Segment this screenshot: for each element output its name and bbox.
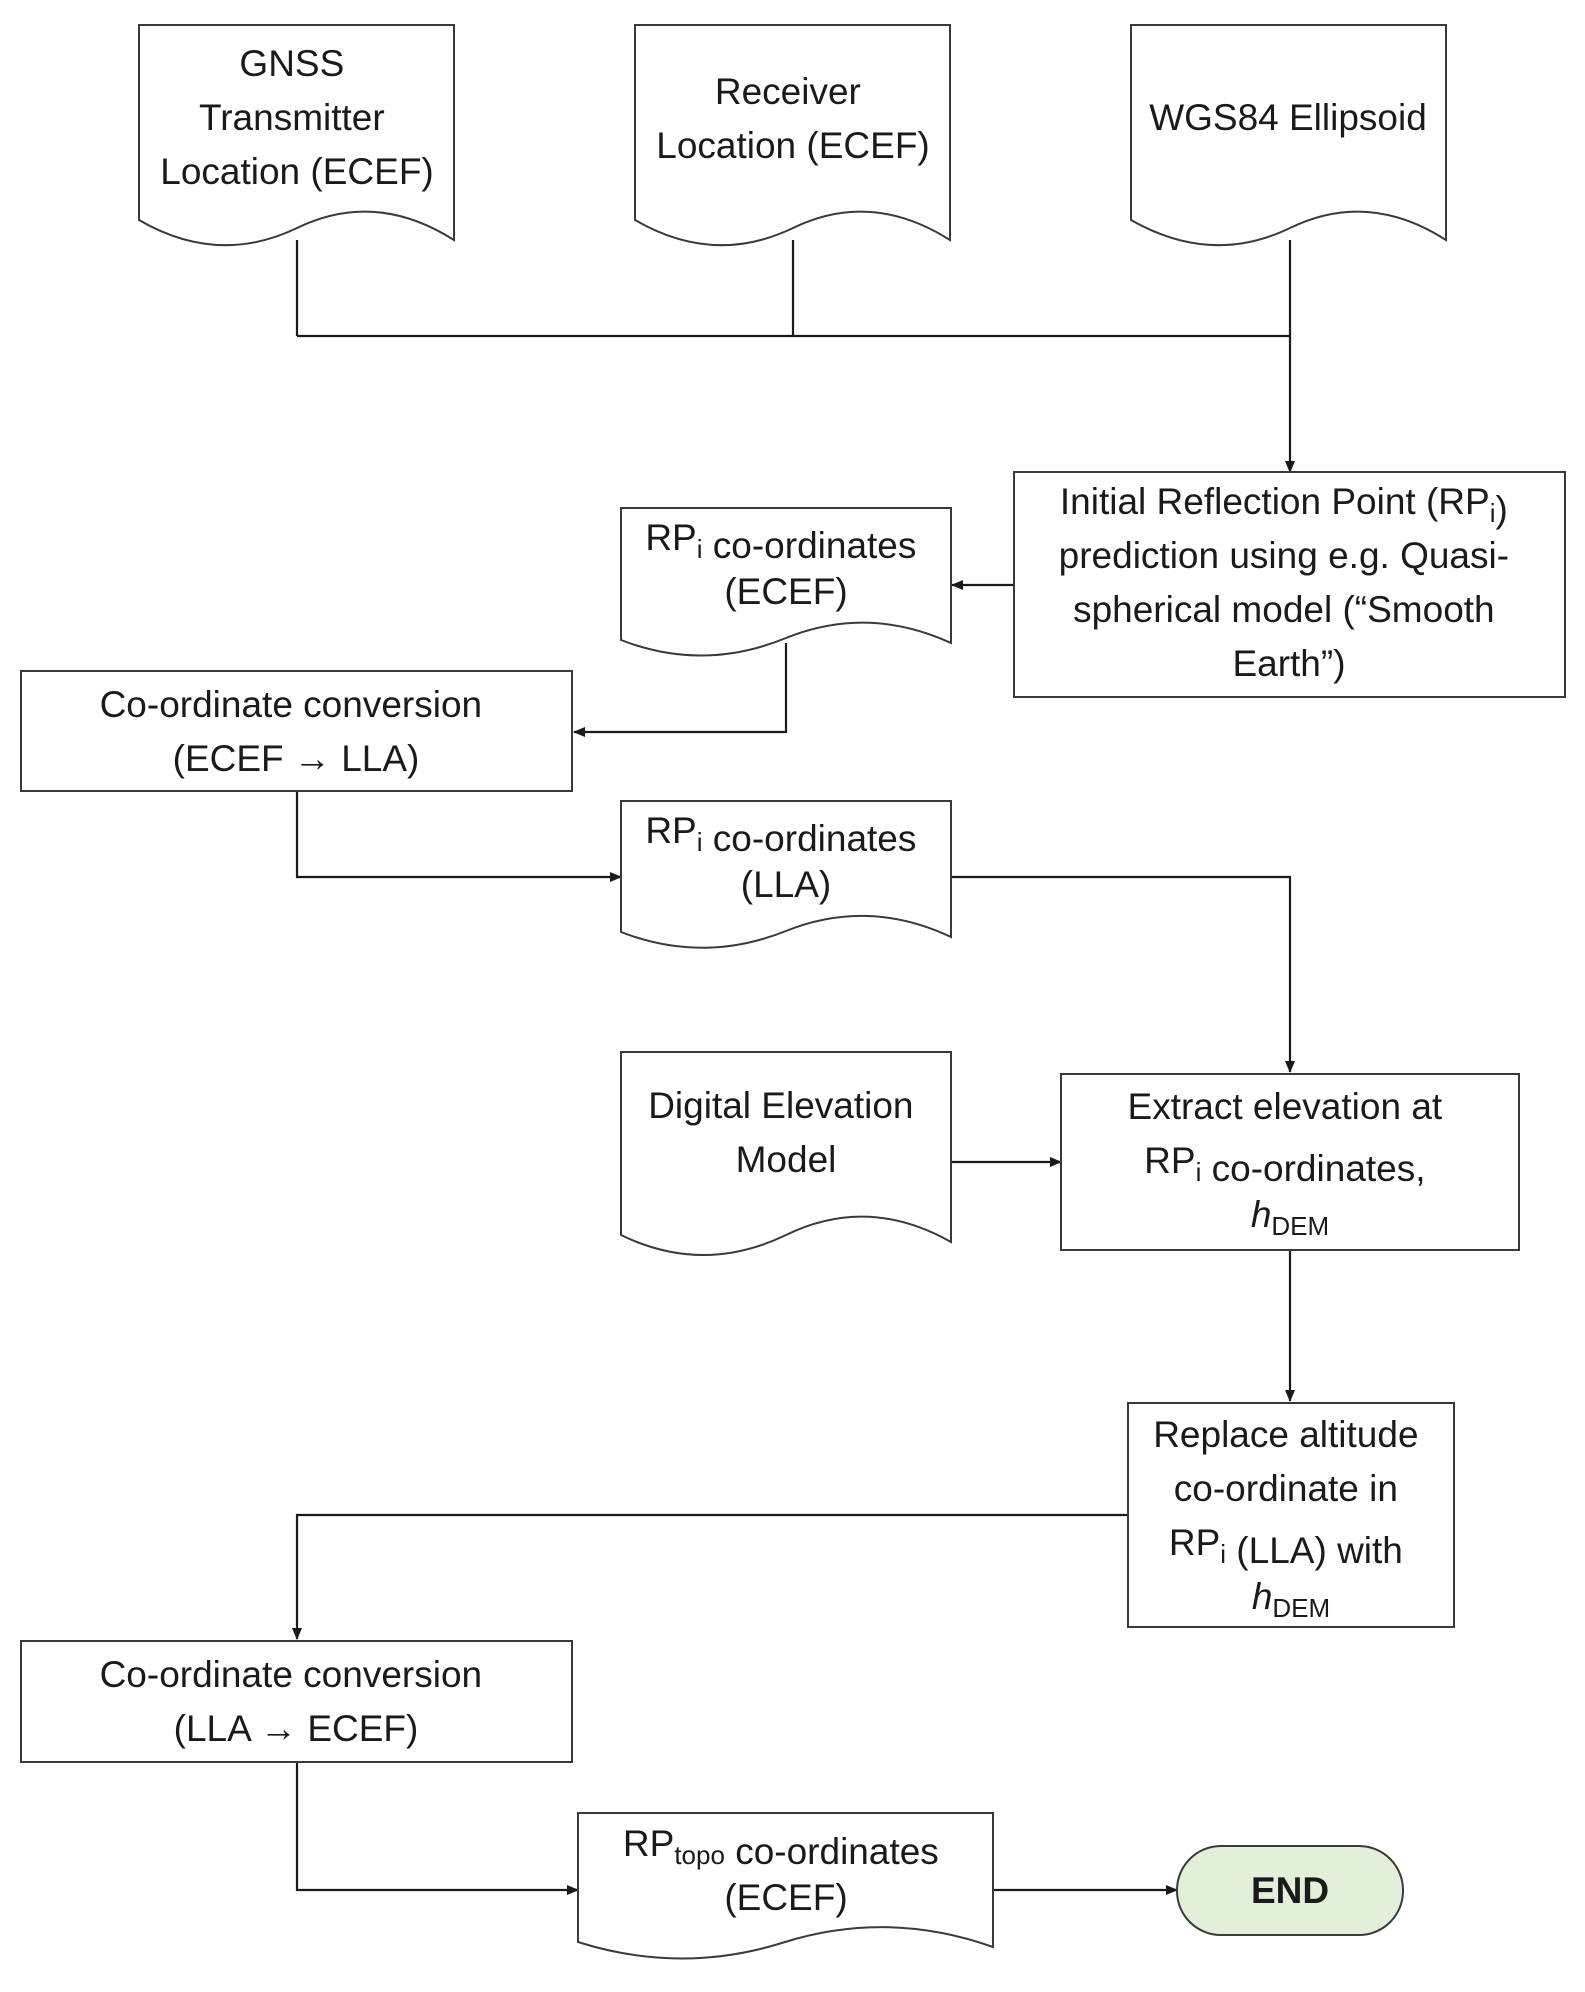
label-subscript: DEM	[1272, 1593, 1330, 1623]
edge-conv1-to-rpi-lla	[295, 792, 622, 882]
node-label: Replace altitude co-ordinate in RPi (LLA…	[1153, 1414, 1429, 1623]
label-text: Earth”)	[1232, 643, 1345, 684]
label-text: prediction using e.g. Quasi-	[1059, 535, 1509, 576]
label-subscript: i	[697, 534, 703, 564]
node-label: RPtopo co-ordinates (ECEF)	[623, 1823, 949, 1918]
node-extract-elevation: Extract elevation at RPi co-ordinates, h…	[1060, 1073, 1520, 1251]
node-label: Initial Reflection Point (RPi) predictio…	[1059, 481, 1520, 684]
label-text: RP	[645, 810, 696, 851]
label-text: Receiver	[715, 71, 861, 112]
node-label: RPi co-ordinates (LLA)	[645, 810, 926, 905]
label-text: (LLA → ECEF)	[174, 1708, 419, 1749]
label-text: (ECEF → LLA)	[173, 738, 420, 779]
label-text: RP	[1144, 1140, 1195, 1181]
label-text: Model	[736, 1139, 837, 1180]
label-text: WGS84 Ellipsoid	[1149, 97, 1427, 138]
node-label: END	[1251, 1870, 1329, 1911]
label-text: h	[1252, 1576, 1273, 1617]
label-text: (LLA) with	[1226, 1530, 1403, 1571]
node-digital-elevation-model: Digital Elevation Model	[620, 1051, 952, 1256]
label-text: Location (ECEF)	[656, 125, 930, 166]
label-text: )	[1495, 489, 1507, 530]
label-text: co-ordinates,	[1201, 1148, 1425, 1189]
label-text: GNSS	[239, 43, 344, 84]
edge-replace-to-conv2	[292, 1513, 1128, 1640]
label-text: Transmitter	[199, 97, 385, 138]
label-text: Co-ordinate conversion	[100, 684, 483, 725]
label-text: (ECEF)	[724, 571, 847, 612]
label-subscript: i	[1490, 498, 1496, 528]
label-text: END	[1251, 1870, 1329, 1911]
node-coordinate-conversion-ecef-lla: Co-ordinate conversion (ECEF → LLA)	[20, 670, 573, 792]
node-replace-altitude: Replace altitude co-ordinate in RPi (LLA…	[1127, 1402, 1455, 1628]
node-label: GNSS Transmitter Location (ECEF)	[160, 43, 434, 192]
label-text: co-ordinates	[703, 818, 917, 859]
node-rpi-coordinates-lla: RPi co-ordinates (LLA)	[620, 800, 952, 949]
node-label: WGS84 Ellipsoid	[1149, 97, 1427, 138]
node-rpi-coordinates-ecef: RPi co-ordinates (ECEF)	[620, 507, 952, 657]
node-label: Co-ordinate conversion (ECEF → LLA)	[100, 684, 493, 779]
label-text: Location (ECEF)	[160, 151, 434, 192]
label-subscript: i	[1220, 1539, 1226, 1569]
node-wgs84-ellipsoid: WGS84 Ellipsoid	[1130, 24, 1447, 247]
edge-rpi-lla-to-extract	[951, 875, 1295, 1073]
node-coordinate-conversion-lla-ecef: Co-ordinate conversion (LLA → ECEF)	[20, 1640, 573, 1763]
label-text: RP	[623, 1823, 674, 1864]
label-text: Extract elevation at	[1128, 1086, 1443, 1127]
node-label: Digital Elevation Model	[648, 1085, 924, 1180]
label-text: (LLA)	[741, 864, 831, 905]
node-rptopo-coordinates-ecef: RPtopo co-ordinates (ECEF)	[577, 1812, 994, 1960]
label-text: Initial Reflection Point (RP	[1060, 481, 1490, 522]
label-text: h	[1251, 1194, 1272, 1235]
label-text: (ECEF)	[724, 1877, 847, 1918]
node-receiver-location: Receiver Location (ECEF)	[634, 24, 951, 247]
edge-conv2-to-rptopo	[295, 1762, 579, 1895]
label-subscript: i	[697, 827, 703, 857]
label-text: spherical model (“Smooth	[1073, 589, 1495, 630]
label-text: co-ordinates	[725, 1831, 939, 1872]
node-label: Extract elevation at RPi co-ordinates, h…	[1128, 1086, 1453, 1241]
node-label: RPi co-ordinates (ECEF)	[645, 517, 926, 612]
node-gnss-transmitter-location: GNSS Transmitter Location (ECEF)	[138, 24, 455, 247]
edge-rpi-ecef-to-conv1	[573, 643, 788, 737]
label-text: Replace altitude	[1153, 1414, 1418, 1455]
label-text: co-ordinates	[703, 525, 917, 566]
node-label: Co-ordinate conversion (LLA → ECEF)	[100, 1654, 493, 1749]
node-end-terminator: END	[1176, 1845, 1404, 1936]
label-text: RP	[645, 517, 696, 558]
node-label: Receiver Location (ECEF)	[656, 71, 930, 166]
label-text: Digital Elevation	[648, 1085, 913, 1126]
connectors	[292, 240, 1295, 1895]
label-text: co-ordinate in	[1174, 1468, 1398, 1509]
label-subscript: DEM	[1271, 1211, 1329, 1241]
label-text: Co-ordinate conversion	[100, 1654, 483, 1695]
label-subscript: topo	[674, 1840, 725, 1870]
label-text: RP	[1169, 1522, 1220, 1563]
node-initial-reflection-point: Initial Reflection Point (RPi) predictio…	[1013, 471, 1566, 698]
label-subscript: i	[1196, 1157, 1202, 1187]
